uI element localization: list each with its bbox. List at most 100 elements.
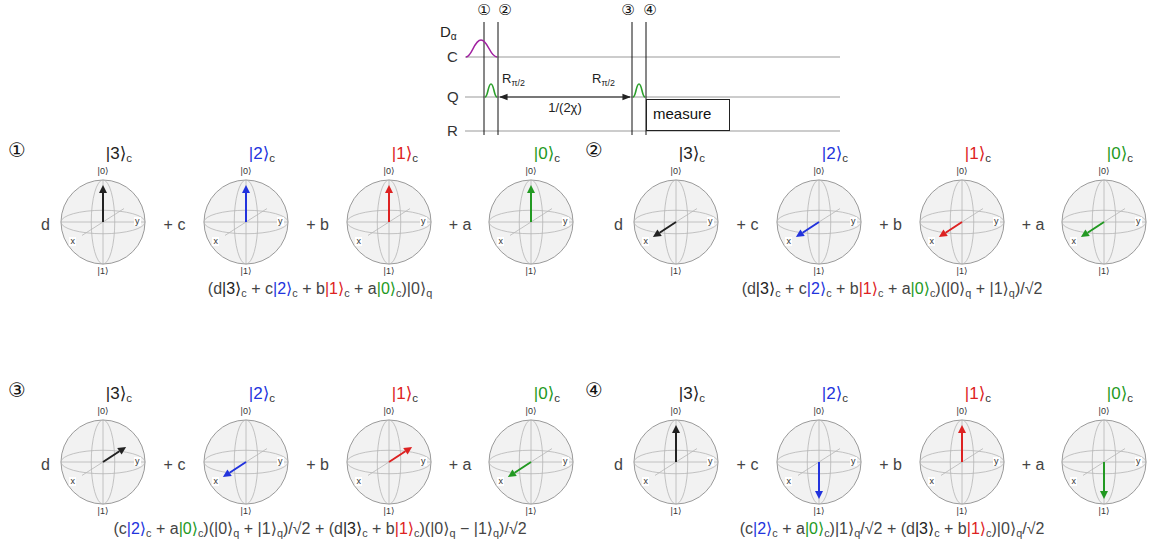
text-run: D (440, 23, 451, 40)
axis-label: x (355, 477, 362, 486)
state-vector-head (672, 425, 680, 433)
ket: |1⟩ (967, 520, 986, 537)
state-vector-head (1081, 229, 1090, 237)
text-run: )( (203, 520, 214, 537)
ket-subscript: c (842, 392, 848, 404)
state-vector (675, 433, 677, 462)
state-vector (515, 462, 531, 473)
state-vector-head (242, 185, 250, 193)
sphere-circle (1062, 180, 1146, 264)
bloch-sphere: |0⟩xy|1⟩ (1056, 406, 1152, 518)
state-equation: (d|3⟩c + c|2⟩c + b|1⟩c + a|0⟩c)(|0⟩q + |… (742, 280, 1043, 300)
pole-label: |0⟩ (97, 407, 110, 416)
axis-label: y (420, 217, 427, 226)
bloch-sphere: |0⟩xy|1⟩ (55, 406, 151, 518)
bloch-sphere: |0⟩xy|1⟩ (1056, 166, 1152, 278)
state-vector-head (796, 229, 805, 237)
pole-label: |1⟩ (956, 267, 969, 276)
ket-subscript: q (854, 527, 860, 539)
coefficient: + b (306, 456, 329, 474)
axis-label: y (277, 457, 284, 466)
ket: |0⟩ (534, 144, 555, 163)
ket-subscript: c (412, 392, 418, 404)
ket: |2⟩ (822, 144, 843, 163)
bloch-sphere: |0⟩xy|1⟩ (771, 166, 867, 278)
coefficient: + a (449, 216, 472, 234)
ket-subscript: c (269, 392, 275, 404)
axis-label: x (1070, 237, 1077, 246)
ket: |0⟩ (179, 520, 198, 537)
text-run: )/√2 + (d (283, 520, 343, 537)
pole-label: |0⟩ (525, 407, 538, 416)
ket-subscript: c (1127, 392, 1133, 404)
state-vector (245, 193, 247, 222)
ket: |0⟩ (214, 520, 233, 537)
axis-label: x (212, 237, 219, 246)
pole-label: |0⟩ (97, 167, 110, 176)
x-axis (225, 449, 267, 476)
state-vector-head (117, 447, 126, 455)
ket-subscript: c (292, 287, 297, 299)
ket-subscript: c (554, 152, 560, 164)
state-equation: (c|2⟩c + a|0⟩c)|1⟩q/√2 + (d|3⟩c + b|1⟩c)… (740, 520, 1045, 539)
state-header: |0⟩c (534, 145, 560, 165)
ket-subscript: c (775, 287, 780, 299)
pole-label: |0⟩ (670, 167, 683, 176)
axis-label: x (642, 237, 649, 246)
state-header: |0⟩c (534, 385, 560, 405)
coefficient: + b (879, 216, 902, 234)
x-axis (510, 449, 552, 476)
axis-label: y (993, 217, 1000, 226)
state-vector-head (508, 469, 517, 477)
time-marker (498, 22, 499, 135)
ket: |1⟩ (392, 144, 413, 163)
bloch-sphere: |0⟩xy|1⟩ (198, 406, 294, 518)
state-vector (103, 451, 119, 462)
axis-label: y (134, 457, 141, 466)
qubit-line (465, 97, 840, 98)
pole-label: |0⟩ (383, 407, 396, 416)
ket: |3⟩ (106, 144, 127, 163)
ket-subscript: c (930, 287, 935, 299)
coefficient: d (614, 456, 623, 474)
state-vector-head (1100, 491, 1108, 499)
state-header: |3⟩c (106, 385, 132, 405)
ket: |0⟩ (946, 280, 965, 297)
ket: |1⟩ (835, 520, 854, 537)
ket-subscript: c (985, 152, 991, 164)
text-run: + a (151, 520, 178, 537)
ket: |0⟩ (1107, 144, 1128, 163)
text-run: + (971, 280, 989, 297)
text-run: (d (742, 280, 756, 297)
sphere-circle (634, 180, 718, 264)
text-run: R (502, 71, 511, 86)
ket: |0⟩ (407, 280, 426, 297)
delay-arrow (500, 96, 630, 97)
pulse-label: Rπ/2 (592, 72, 615, 88)
state-header: |2⟩c (249, 145, 275, 165)
ket-subscript: c (772, 527, 777, 539)
pole-label: |0⟩ (525, 167, 538, 176)
ket-subscript: c (934, 527, 939, 539)
state-vector-head (385, 185, 393, 193)
ket-subscript: c (699, 152, 705, 164)
text-run: + a (778, 520, 805, 537)
sphere-circle (61, 180, 145, 264)
pole-label: |1⟩ (383, 507, 396, 516)
ket: |3⟩ (106, 384, 127, 403)
pole-label: |0⟩ (240, 167, 253, 176)
pole-label: |1⟩ (383, 267, 396, 276)
text-run: /√2 (1022, 520, 1044, 537)
line-name: C (447, 49, 458, 66)
state-vector (946, 222, 962, 233)
bloch-sphere: |0⟩xy|1⟩ (771, 406, 867, 518)
bloch-sphere: |0⟩xy|1⟩ (483, 166, 579, 278)
axis-label: x (642, 477, 649, 486)
sphere-circle (920, 420, 1004, 504)
state-header: |2⟩c (249, 385, 275, 405)
state-vector (102, 193, 104, 222)
ket: |0⟩ (805, 520, 824, 537)
pole-label: |0⟩ (383, 167, 396, 176)
text-run: ) (402, 280, 407, 297)
